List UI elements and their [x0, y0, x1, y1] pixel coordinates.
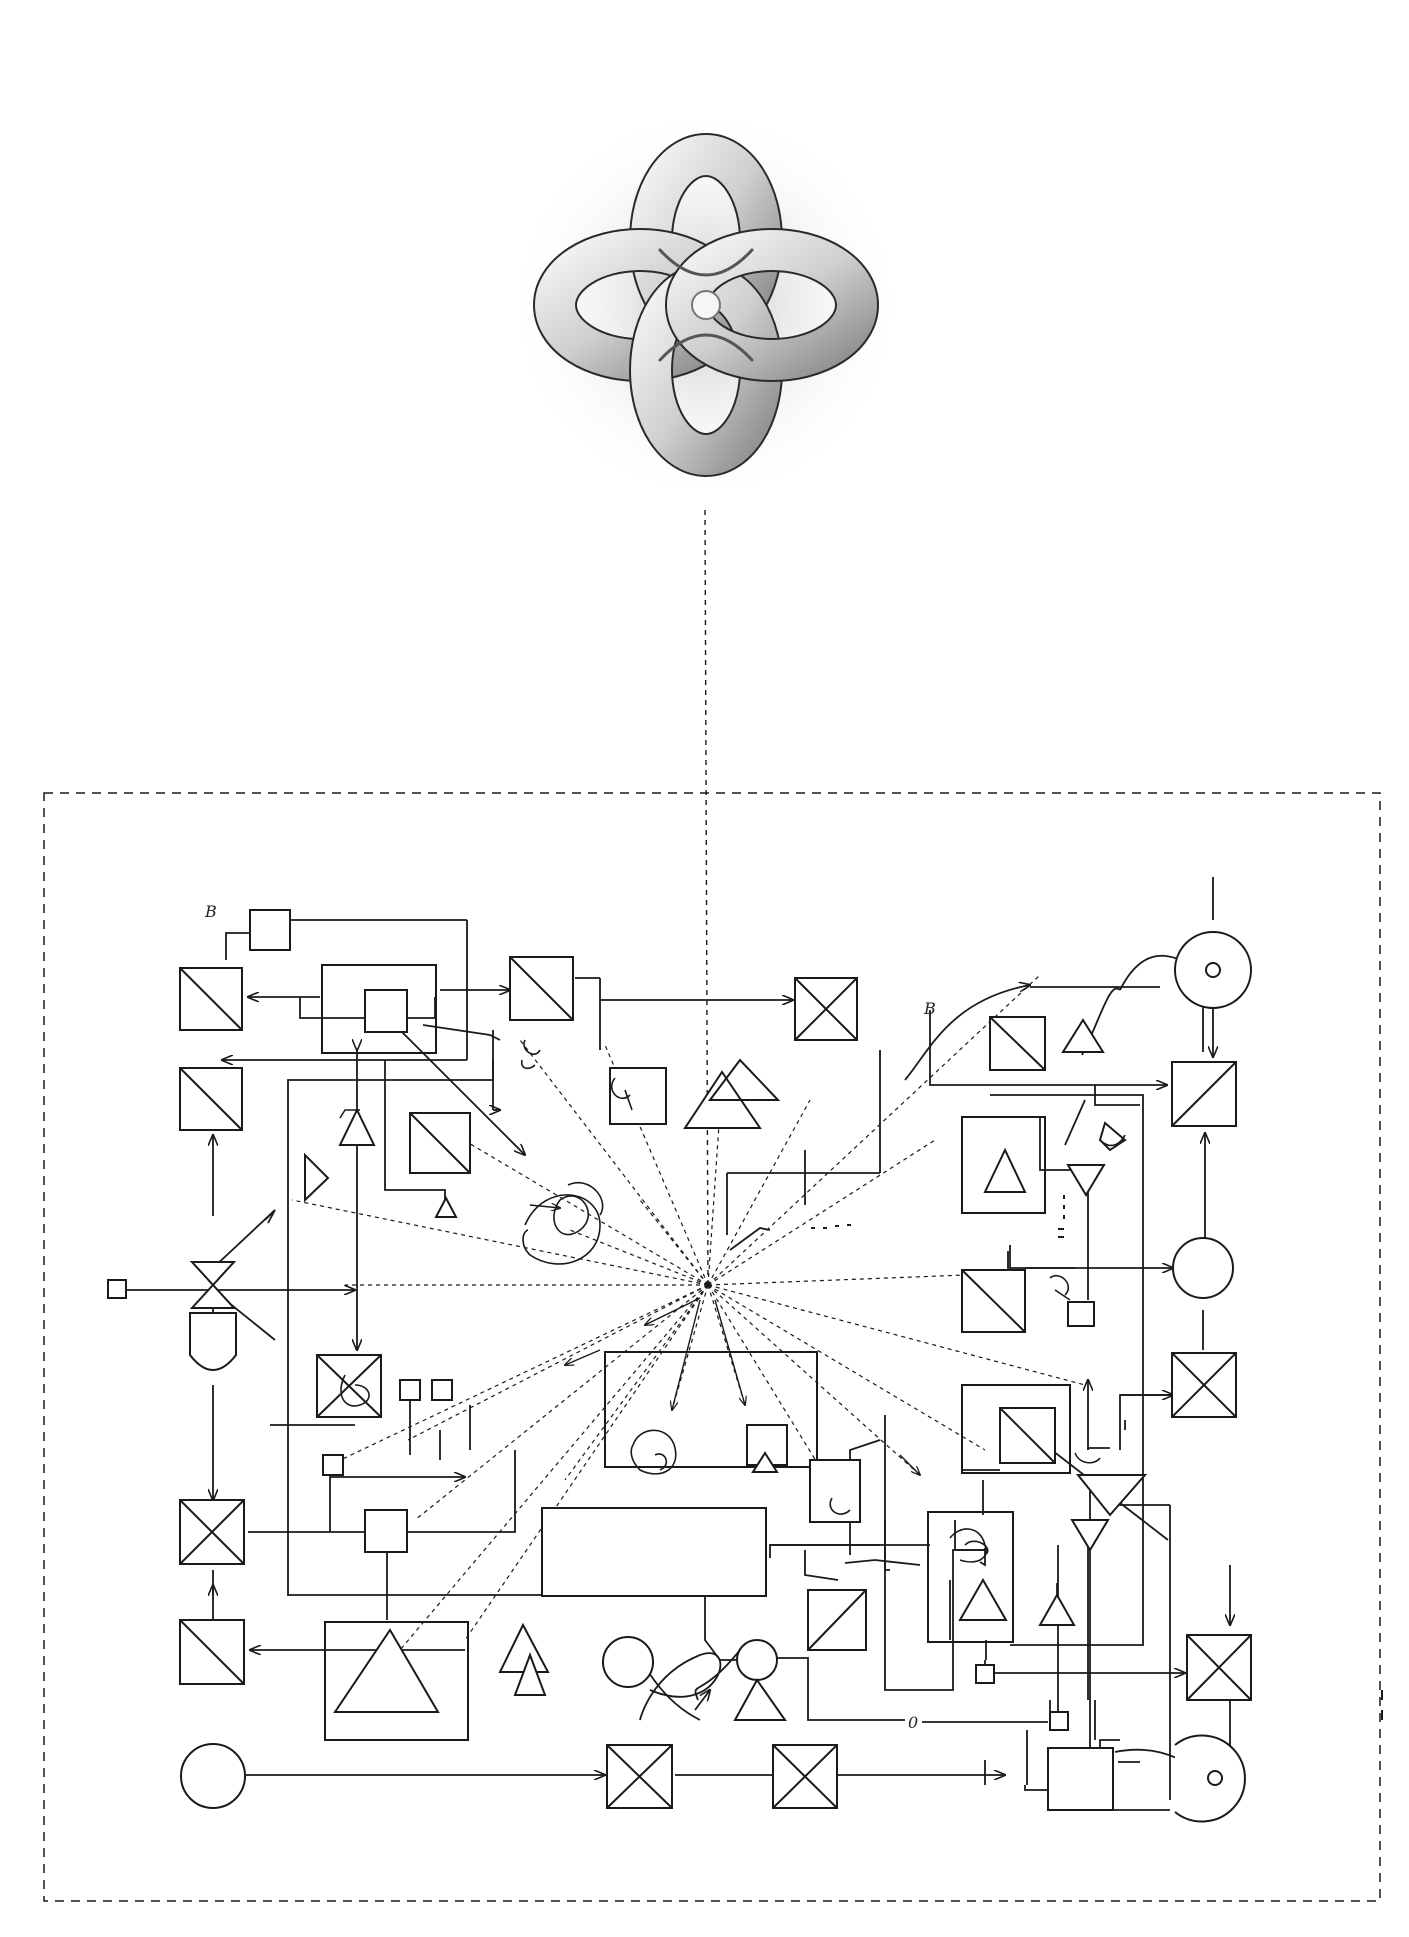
- triangle-icon: [733, 1678, 787, 1721]
- diagonal-box-icon: [179, 967, 243, 1031]
- crossed-box-icon: [316, 1354, 382, 1418]
- small-box-icon: [364, 989, 408, 1033]
- circle-node-icon: [1172, 1237, 1234, 1299]
- block-container: [961, 1384, 1071, 1474]
- main-block: [541, 1507, 767, 1597]
- triangle-icon: [1075, 1474, 1148, 1517]
- diagonal-box-icon: [807, 1589, 867, 1651]
- wiring: [126, 877, 1230, 1811]
- crossed-box-icon: [1186, 1634, 1252, 1701]
- crossed-box-icon: [794, 977, 858, 1041]
- triangle-icon: [434, 1195, 458, 1218]
- triangle-icon: [1070, 1519, 1110, 1552]
- crossed-box-icon: [606, 1744, 673, 1809]
- block-container: [324, 1621, 469, 1741]
- label-top-right: B: [923, 999, 936, 1018]
- block-container: [927, 1511, 1014, 1643]
- triangle-icon: [983, 1147, 1027, 1193]
- heart-glyph-icon: [522, 1194, 601, 1265]
- swirl-glyph-icon: [340, 1374, 370, 1407]
- triangle-icon: [1061, 1018, 1105, 1053]
- triangle-icon: [1038, 1592, 1076, 1626]
- triangle-icon: [1066, 1164, 1106, 1197]
- tick-marks: [811, 1195, 1383, 1720]
- block-container: [961, 1116, 1046, 1214]
- triangle-icon: [683, 1058, 781, 1129]
- circle-node-icon: [180, 1743, 246, 1809]
- crossed-box-icon: [1171, 1352, 1237, 1418]
- triangle-icon: [958, 1577, 1008, 1621]
- triangle-icon: [751, 1451, 779, 1473]
- diagonal-box-icon: [961, 1269, 1026, 1333]
- triangle-icon: [304, 1152, 330, 1203]
- circle-node-icon: [1174, 931, 1252, 1009]
- triangle-icon: [498, 1622, 550, 1696]
- torus-knot-icon: [506, 105, 906, 505]
- outer-frame: [43, 792, 1381, 1902]
- and-gate-icon: [189, 1312, 237, 1371]
- knot-connector-line: [704, 509, 709, 1286]
- crossed-box-icon: [249, 909, 291, 951]
- diagonal-box-icon: [509, 956, 574, 1021]
- small-box-icon: [609, 1067, 667, 1125]
- circle-node-icon: [736, 1639, 778, 1681]
- small-box-icon: [1049, 1711, 1069, 1731]
- block-container: [321, 964, 437, 1054]
- block-container: [604, 1351, 818, 1468]
- circle-node-icon: [602, 1636, 654, 1688]
- crossed-box-icon: [772, 1744, 838, 1809]
- crossed-box-icon: [179, 1499, 245, 1565]
- label-bottom-mid: 0: [908, 1713, 918, 1732]
- triangle-icon: [338, 1107, 376, 1146]
- circle-node-icon: [1174, 1734, 1246, 1823]
- small-box-icon: [431, 1379, 453, 1401]
- sketch-glyphs: [339, 1039, 1126, 1563]
- diagonal-box-icon: [1171, 1061, 1237, 1127]
- diagonal-box-icon: [989, 1016, 1046, 1071]
- small-box-icon: [975, 1664, 995, 1684]
- block-container: [1047, 1747, 1114, 1811]
- small-box-icon: [399, 1379, 421, 1401]
- small-box-icon: [322, 1454, 344, 1476]
- valve-icon: [189, 1261, 237, 1309]
- triangle-icon: [333, 1628, 440, 1713]
- small-box-icon: [1067, 1301, 1095, 1327]
- diagonal-box-icon: [999, 1407, 1056, 1464]
- label-top-left: B: [204, 902, 217, 921]
- small-box-icon: [364, 1509, 408, 1553]
- terminal-node-icon: [107, 1279, 127, 1299]
- diagonal-box-icon: [179, 1067, 243, 1131]
- diagonal-box-icon: [409, 1112, 471, 1174]
- diagonal-box-icon: [179, 1619, 245, 1685]
